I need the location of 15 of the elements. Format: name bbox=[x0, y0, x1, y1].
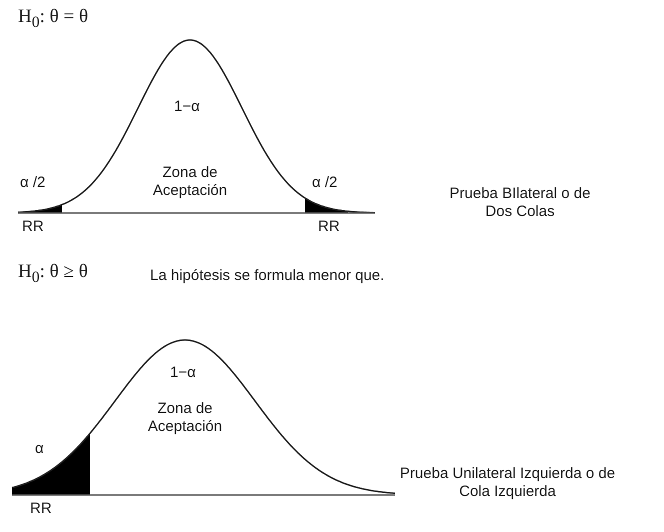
region-label: RR bbox=[30, 500, 52, 518]
note-text: La hipótesis se formula menor que. bbox=[150, 267, 384, 285]
area-label: α bbox=[35, 440, 44, 458]
hypothesis-text: H$_{0}$: θ ≥ θ bbox=[18, 263, 88, 287]
region-label: Zona de Aceptación bbox=[152, 164, 228, 200]
area-label: α /2 bbox=[312, 174, 338, 192]
test-type-label: Prueba BIlateral o de Dos Colas bbox=[448, 185, 592, 221]
region-label: RR bbox=[318, 218, 340, 236]
area-label: 1−α bbox=[170, 364, 196, 382]
area-label: α /2 bbox=[20, 174, 46, 192]
hypothesis-text: H$_{0}$: θ = θ bbox=[18, 8, 88, 32]
region-label: Zona de Aceptación bbox=[146, 400, 224, 436]
test-type-label: Prueba Unilateral Izquierda o de Cola Izquierda bbox=[398, 465, 616, 501]
area-label: 1−α bbox=[174, 98, 200, 116]
region-label: RR bbox=[22, 218, 44, 236]
